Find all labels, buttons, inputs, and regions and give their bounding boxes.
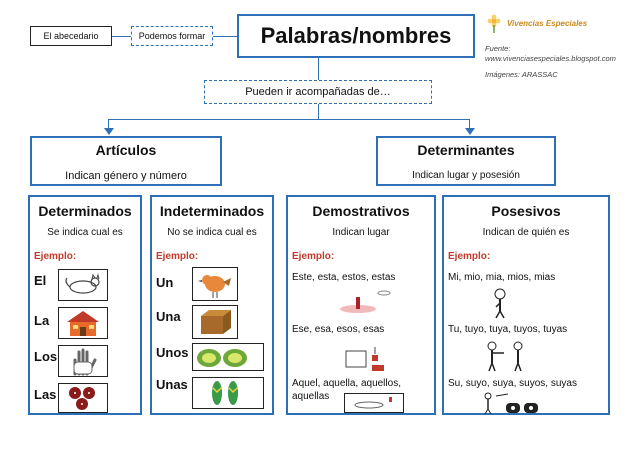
category-title: Artículos	[95, 142, 157, 158]
connector-label: Pueden ir acompañadas de…	[245, 86, 391, 98]
branch-line	[469, 119, 470, 133]
abecedario-box: El abecedario	[30, 26, 112, 46]
flower-icon	[487, 14, 501, 33]
connector-line	[112, 36, 131, 37]
column-title: Demostrativos	[312, 203, 410, 219]
column-subtitle: No se indica cual es	[167, 227, 257, 238]
example-label: Ejemplo:	[292, 251, 335, 262]
example-label: Ejemplo:	[156, 251, 199, 262]
connector-line	[318, 58, 319, 80]
column-indeterminados: Indeterminados No se indica cual es Ejem…	[150, 195, 274, 415]
column-posesivos: Posesivos Indican de quién es Ejemplo: M…	[442, 195, 610, 415]
arrow-icon	[465, 128, 475, 135]
example-label: Ejemplo:	[34, 251, 77, 262]
main-title-box: Palabras/nombres	[237, 14, 475, 58]
column-demostrativos: Demostrativos Indican lugar Ejemplo: Est…	[286, 195, 436, 415]
house-icon	[58, 307, 108, 339]
podemos-formar-box: Podemos formar	[131, 26, 213, 46]
box-icon	[192, 305, 238, 339]
item-word: El	[34, 273, 47, 288]
connector-box: Pueden ir acompañadas de…	[204, 80, 432, 104]
branch-line	[108, 119, 109, 133]
item-word: Un	[156, 275, 174, 290]
person-items-icon	[482, 391, 542, 415]
melons-icon	[192, 343, 264, 371]
example-label: Ejemplo:	[448, 251, 491, 262]
abecedario-label: El abecedario	[43, 31, 99, 41]
source-label: Fuente:	[485, 44, 511, 53]
column-determinados: Determinados Se indica cual es Ejemplo: …	[28, 195, 142, 415]
connector-line	[213, 36, 237, 37]
column-title: Posesivos	[491, 203, 561, 219]
source-block: Fuente: www.vivenciasespeciales.blogspot…	[485, 44, 635, 80]
item-text: Tu, tuyo, tuya, tuyos, tuyas	[448, 324, 568, 335]
cat-icon	[58, 269, 108, 301]
category-articulos: Artículos Indican género y número	[30, 136, 222, 186]
item-word: Unos	[156, 345, 189, 360]
near-place-icon	[336, 287, 396, 317]
sandals-icon	[192, 377, 264, 409]
item-word: Las	[34, 387, 57, 402]
far-place-icon	[344, 393, 404, 413]
item-text: Ese, esa, esos, esas	[292, 324, 385, 335]
category-title: Determinantes	[417, 142, 515, 158]
middle-place-icon	[344, 345, 394, 373]
item-text: Este, esta, estos, estas	[292, 272, 396, 283]
item-text: Mi, mio, mia, mios, mias	[448, 272, 556, 283]
logo: Vivencias Especiales	[485, 14, 615, 34]
item-word: La	[34, 313, 50, 328]
page-title: Palabras/nombres	[260, 23, 452, 48]
item-text: Aquel, aquella, aquellos, aquellas	[292, 378, 401, 402]
bird-icon	[192, 267, 238, 301]
item-word: Unas	[156, 377, 188, 392]
column-subtitle: Indican de quién es	[482, 227, 570, 238]
logo-text: Vivencias Especiales	[507, 19, 588, 28]
buttons-icon	[58, 383, 108, 413]
item-word: Los	[34, 349, 58, 364]
column-title: Determinados	[38, 203, 132, 219]
podemos-formar-label: Podemos formar	[138, 31, 206, 41]
images-credit: Imágenes: ARASSAC	[485, 70, 558, 79]
arrow-icon	[104, 128, 114, 135]
branch-line	[108, 119, 470, 120]
hand-icon	[58, 345, 108, 377]
item-word: Una	[156, 309, 181, 324]
category-determinantes: Determinantes Indican lugar y posesión	[376, 136, 556, 186]
column-title: Indeterminados	[159, 203, 265, 219]
category-subtitle: Indican género y número	[65, 170, 187, 182]
item-text: Su, suyo, suya, suyos, suyas	[448, 378, 577, 389]
category-subtitle: Indican lugar y posesión	[412, 170, 520, 181]
connector-line	[318, 104, 319, 119]
source-url: www.vivenciasespeciales.blogspot.com	[485, 54, 616, 63]
person-pointing-icon	[482, 339, 532, 373]
column-subtitle: Se indica cual es	[47, 227, 123, 238]
column-subtitle: Indican lugar	[332, 227, 390, 238]
person-self-icon	[486, 287, 514, 319]
